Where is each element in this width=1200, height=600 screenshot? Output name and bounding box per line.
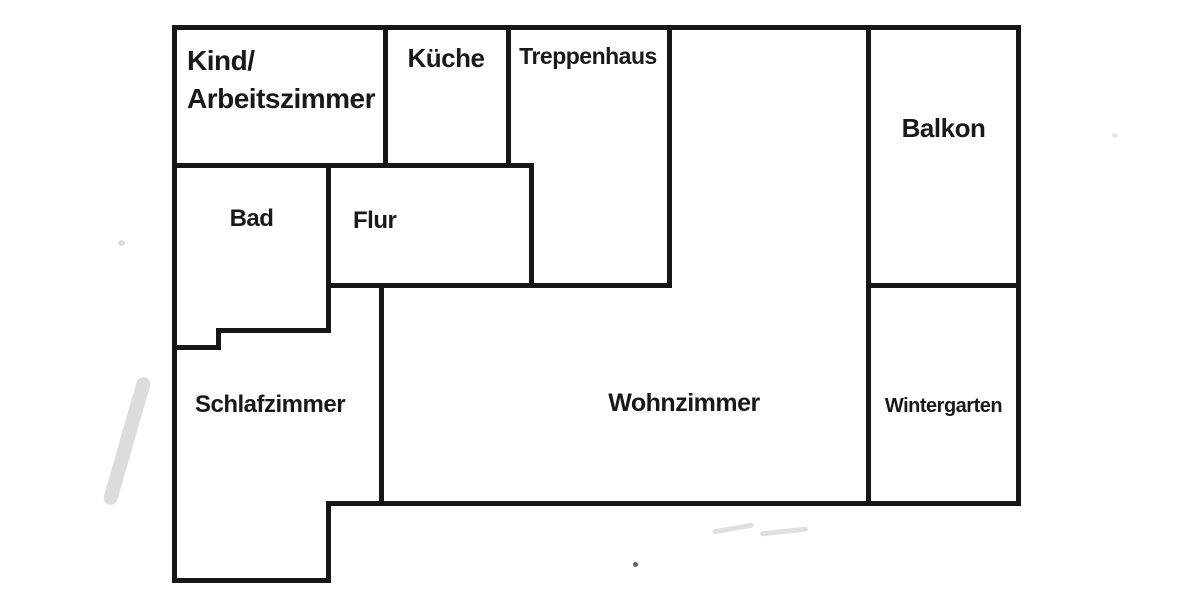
wall-wohnzimmer-balkon-divider [866, 25, 871, 506]
scan-speck-left [118, 240, 125, 246]
room-label-kind-arbeitszimmer: Kind/ Arbeitszimmer [187, 42, 376, 118]
scan-smudge-left [102, 375, 152, 507]
room-label-flur: Flur [353, 207, 397, 234]
wall-schlafzimmer-extension-bottom [172, 578, 331, 583]
wall-bad-step [216, 328, 221, 350]
scan-smudge-bottom-2 [759, 526, 809, 537]
room-label-treppenhaus: Treppenhaus [519, 43, 657, 69]
room-label-wohnzimmer: Wohnzimmer [608, 389, 760, 417]
wall-kind-kueche-divider [383, 25, 388, 168]
wall-schlafzimmer-wohnzimmer-divider [379, 283, 384, 505]
wall-flur-right [529, 163, 534, 288]
room-label-bad: Bad [229, 205, 274, 232]
wall-flur-treppenhaus-bottom [326, 283, 672, 288]
room-label-kind-line1: Kind/ [187, 45, 255, 76]
wall-bad-bottom-left [172, 345, 221, 350]
room-label-kind-line2: Arbeitszimmer [187, 83, 376, 114]
wall-outer-right [1016, 25, 1021, 506]
wall-bad-bottom-right [216, 328, 331, 333]
room-label-balkon: Balkon [901, 113, 986, 143]
scan-speck-bottom [633, 562, 638, 567]
wall-outer-left [172, 25, 177, 583]
wall-bad-flur-divider [326, 163, 331, 333]
room-label-kueche: Küche [407, 43, 485, 73]
wall-treppenhaus-right [667, 25, 672, 288]
scan-smudge-bottom-1 [711, 522, 755, 535]
room-label-schlafzimmer: Schlafzimmer [194, 391, 346, 418]
room-label-wintergarten: Wintergarten [884, 395, 1003, 417]
wall-kueche-treppenhaus-divider [506, 25, 511, 168]
scan-speck-right [1112, 133, 1118, 138]
wall-schlafzimmer-extension-right [326, 501, 331, 583]
wall-balkon-wintergarten-divider [866, 283, 1021, 288]
wall-bottom-main [326, 501, 1021, 506]
wall-outer-top [172, 25, 1021, 30]
wall-upper-rooms-bottom [172, 163, 534, 168]
